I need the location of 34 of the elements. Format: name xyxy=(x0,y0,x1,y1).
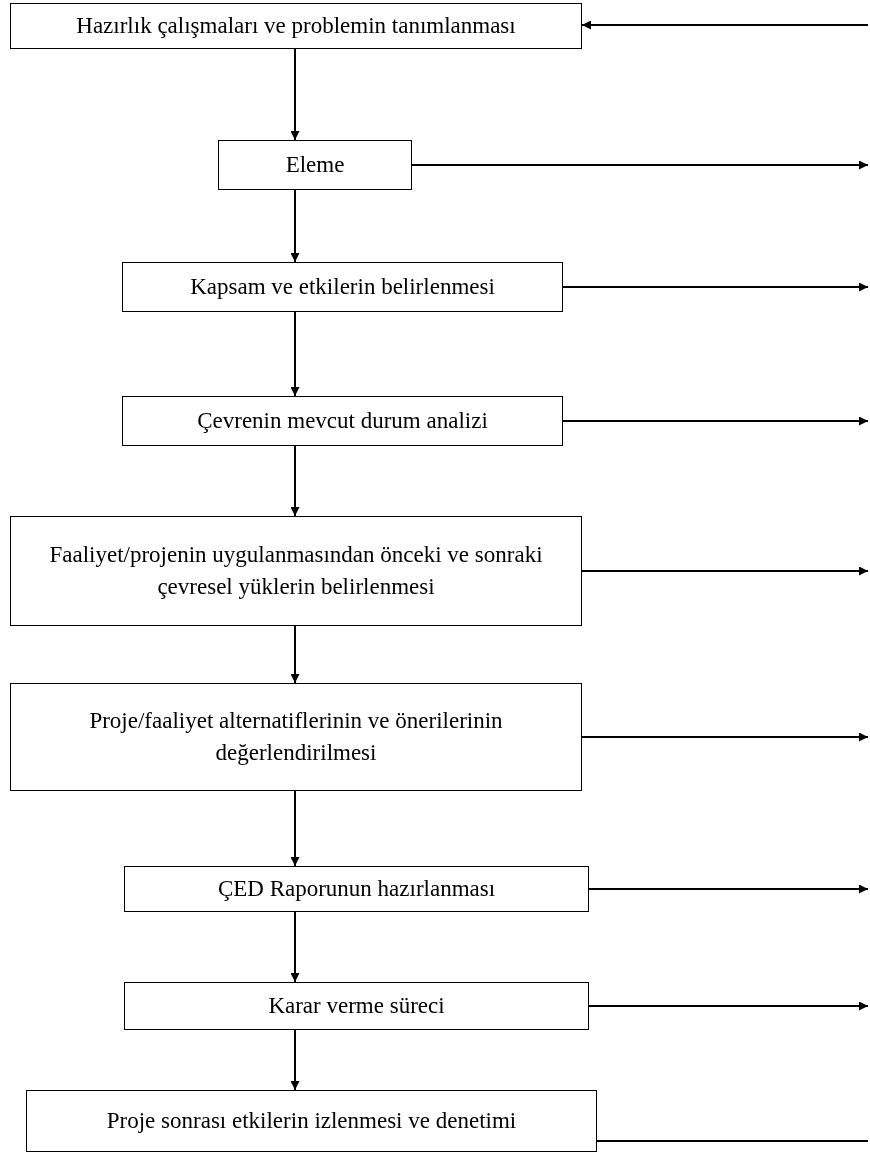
step-text: Karar verme süreci xyxy=(268,991,445,1020)
arrow xyxy=(290,790,300,867)
process-box xyxy=(124,982,589,1030)
process-box xyxy=(26,1090,597,1152)
step-text: Kapsam ve etkilerin belirlenmesi xyxy=(190,272,495,301)
arrow xyxy=(290,311,300,397)
arrow xyxy=(588,884,869,894)
arrow xyxy=(581,20,869,30)
process-box xyxy=(10,3,582,49)
process-box xyxy=(124,866,589,912)
arrow xyxy=(290,625,300,684)
step-text: Çevrenin mevcut durum analizi xyxy=(197,406,488,435)
process-box xyxy=(218,140,412,190)
step-text: Hazırlık çalışmaları ve problemin tanımlanması xyxy=(76,11,516,40)
arrow xyxy=(562,282,869,292)
arrow xyxy=(290,445,300,517)
arrow xyxy=(290,48,300,141)
step-text: Proje sonrası etkilerin izlenmesi ve denetimi xyxy=(106,1106,517,1135)
arrow xyxy=(290,189,300,263)
arrow xyxy=(290,911,300,983)
process-box xyxy=(122,396,563,446)
step-text: Faaliyet/projenin uygulanmasından önceki ve sonraki çevresel yüklerin belirlenmesi xyxy=(48,540,544,601)
process-box xyxy=(10,516,582,626)
step-text: ÇED Raporunun hazırlanması xyxy=(217,874,496,903)
step-text: Proje/faaliyet alternatiflerinin ve önerilerinin değerlendirilmesi xyxy=(88,706,504,767)
arrow xyxy=(581,566,869,576)
step-text: Eleme xyxy=(285,150,345,179)
arrow xyxy=(581,732,869,742)
arrow xyxy=(411,160,869,170)
process-box xyxy=(122,262,563,312)
arrow xyxy=(290,1029,300,1091)
arrow xyxy=(588,1001,869,1011)
process-box xyxy=(10,683,582,791)
arrow xyxy=(562,416,869,426)
